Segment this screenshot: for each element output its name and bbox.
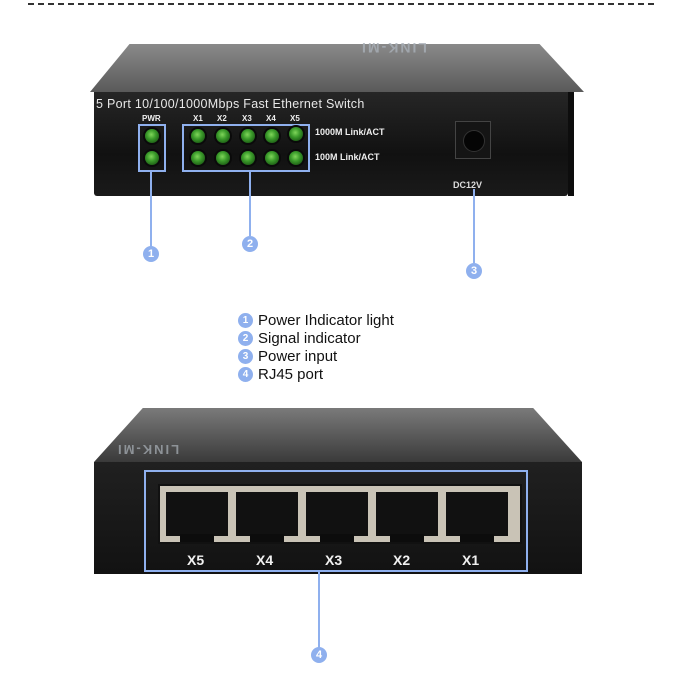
legend-item: 2 Signal indicator [238, 329, 394, 347]
led-x1-1000 [191, 129, 205, 143]
port-label: X1 [462, 552, 480, 568]
port-label-x4: X4 [266, 114, 276, 123]
callout-line-3 [473, 189, 475, 263]
led-x4-1000 [265, 129, 279, 143]
rj45-port-x1 [446, 492, 508, 542]
legend-number: 1 [238, 312, 253, 328]
rj45-port-x3 [306, 492, 368, 542]
legend-item: 4 RJ45 port [238, 365, 394, 383]
port-label-x2: X2 [217, 114, 227, 123]
callout-3: 3 [466, 263, 482, 279]
rj45-port-x2 [376, 492, 438, 542]
dashed-divider [28, 3, 654, 5]
led-x2-1000 [216, 129, 230, 143]
device-title: 5 Port 10/100/1000Mbps Fast Ethernet Swi… [96, 97, 365, 111]
legend-text: Power input [258, 347, 338, 365]
rj45-port-x4 [236, 492, 298, 542]
signal-led-highlight [182, 124, 310, 172]
callout-line-1 [150, 172, 152, 248]
led-x5-100 [289, 151, 303, 165]
led-x5-1000 [289, 127, 303, 141]
led-x3-1000 [241, 129, 255, 143]
dc-label: DC12V [453, 180, 483, 190]
pwr-led-highlight [138, 124, 166, 172]
legend-text: Signal indicator [258, 329, 361, 347]
legend: 1 Power Ihdicator light 2 Signal indicator… [238, 311, 394, 383]
legend-number: 4 [238, 366, 253, 382]
row-label-100m: 100M Link/ACT [315, 152, 380, 162]
legend-number: 3 [238, 348, 253, 364]
legend-number: 2 [238, 330, 253, 346]
device-lid [90, 44, 584, 92]
port-label: X3 [325, 552, 343, 568]
port-label-x5: X5 [290, 114, 300, 123]
led-x4-100 [265, 151, 279, 165]
dc-power-jack [455, 121, 491, 159]
legend-item: 3 Power input [238, 347, 394, 365]
led-x1-100 [191, 151, 205, 165]
legend-text: Power Ihdicator light [258, 311, 394, 329]
pwr-label: PWR [142, 114, 161, 123]
pwr-led-1 [145, 129, 159, 143]
port-label-x1: X1 [193, 114, 203, 123]
dc-jack-hole-icon [463, 130, 485, 152]
legend-text: RJ45 port [258, 365, 324, 383]
rj45-port-block [158, 484, 522, 544]
port-label-x3: X3 [242, 114, 252, 123]
port-label: X5 [187, 552, 205, 568]
device-lid [94, 408, 582, 462]
brand-logo: LINK-MI [116, 442, 180, 457]
callout-2: 2 [242, 236, 258, 252]
callout-line-4 [318, 572, 320, 648]
rj45-highlight [144, 470, 528, 572]
callout-4: 4 [311, 647, 327, 663]
port-label: X2 [393, 552, 411, 568]
rj45-port-x5 [166, 492, 228, 542]
callout-line-2 [249, 172, 251, 236]
legend-item: 1 Power Ihdicator light [238, 311, 394, 329]
port-label: X4 [256, 552, 274, 568]
led-x2-100 [216, 151, 230, 165]
callout-1: 1 [143, 246, 159, 262]
brand-logo: LINK-MI [360, 40, 427, 56]
device-side [568, 92, 574, 196]
row-label-1000m: 1000M Link/ACT [315, 127, 385, 137]
pwr-led-2 [145, 151, 159, 165]
led-x3-100 [241, 151, 255, 165]
